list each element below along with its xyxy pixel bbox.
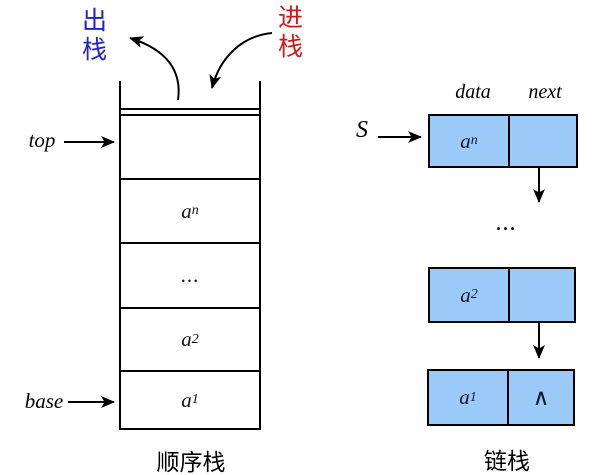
linked-stack-caption: 链栈 <box>484 449 530 475</box>
push-arrow <box>209 32 273 89</box>
push-label: 进栈 <box>277 3 303 61</box>
base-pointer-label: base <box>24 389 64 413</box>
cell-value: a <box>181 327 192 351</box>
node-next-cell <box>510 269 574 321</box>
top-pointer-label: top <box>28 128 56 152</box>
pop-label: 出栈 <box>81 6 107 64</box>
stack-cell-empty <box>119 114 261 178</box>
linked-stack-ellipsis: ... <box>495 210 517 236</box>
cell-value: ... <box>180 263 200 287</box>
sequential-stack-rim <box>119 108 261 110</box>
head-pointer-label: S <box>356 117 368 143</box>
data-field-label: data <box>455 81 491 103</box>
next-field-label: next <box>528 81 562 103</box>
cell-value: a <box>181 198 192 223</box>
cell-value: a <box>181 387 192 412</box>
sequential-stack-caption: 顺序栈 <box>156 450 226 475</box>
node-next-cell <box>510 116 576 166</box>
node-null-symbol: ∧ <box>532 384 550 411</box>
sequential-stack-outline <box>119 81 261 430</box>
stack-cell-ellipsis: ... <box>119 242 261 307</box>
